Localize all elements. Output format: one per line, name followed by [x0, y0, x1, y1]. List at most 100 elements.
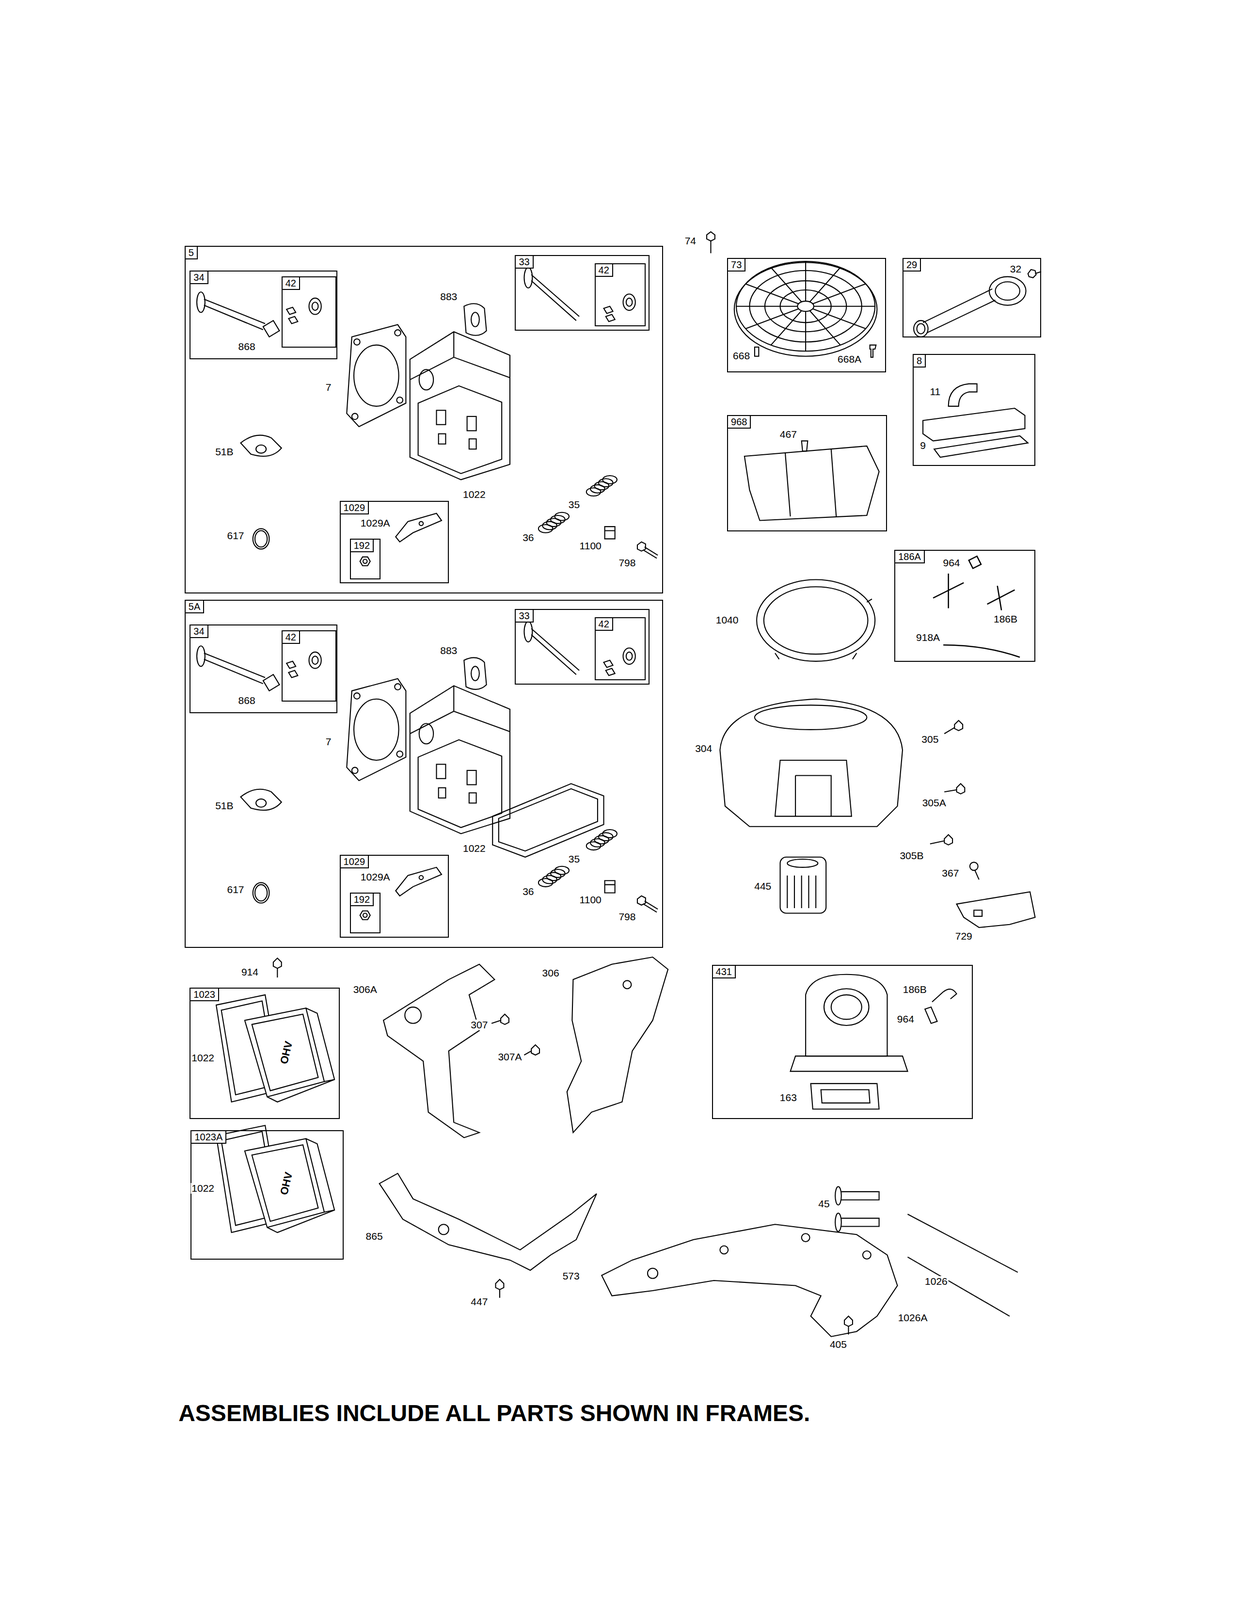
callout-number: 305A	[921, 797, 948, 809]
frame-tag: 42	[282, 631, 301, 644]
callout-number: 36	[521, 532, 535, 543]
rocker-cover	[216, 1125, 335, 1233]
callout-number: 1022	[190, 1052, 216, 1063]
cylinder-head-assembly	[196, 621, 658, 920]
callout-number: 729	[954, 930, 974, 942]
frame-tag: 34	[190, 271, 208, 285]
rotating-screen	[706, 231, 877, 358]
callout-number: 186B	[902, 983, 928, 995]
embossed-text: OHV	[278, 1169, 295, 1197]
callout-number: 1022	[461, 489, 487, 500]
parts-frame: 5883751B61710223536110079834868423342102…	[184, 245, 664, 594]
parts-frame: 1023A1022	[190, 1129, 344, 1260]
callout-number: 74	[683, 235, 698, 247]
callout-number: 868	[237, 695, 257, 706]
blower-housing	[719, 698, 979, 880]
parts-frame: 10291029A192	[339, 500, 449, 584]
breather	[922, 383, 1029, 458]
callout-number: 304	[694, 743, 714, 754]
parts-frame: 5A883751B6171022353611007983486842334210…	[184, 599, 664, 948]
callout-number: 918A	[915, 632, 941, 643]
parts-frame: 33 42	[514, 608, 650, 685]
frame-tag: 29	[903, 258, 921, 272]
base-shroud	[601, 1223, 898, 1336]
callout-number: 447	[469, 1296, 489, 1307]
parts-frame: 73668668A	[727, 257, 887, 373]
frame-tag: 431	[713, 965, 736, 979]
callout-number: 798	[617, 557, 637, 569]
callout-number: 305	[920, 733, 940, 745]
callout-number: 305B	[898, 850, 925, 861]
callout-number: 1040	[714, 614, 740, 626]
plate	[956, 891, 1036, 928]
parts-frame: 34 868 42	[189, 624, 338, 714]
callout-number: 306A	[352, 983, 379, 995]
frame-tag: 186A	[895, 550, 925, 564]
callout-number: 35	[567, 499, 581, 510]
callout-number: 1026	[923, 1275, 949, 1287]
parts-frame: 192	[349, 892, 381, 934]
frame-tag: 33	[515, 609, 534, 623]
callout-number: 617	[225, 530, 245, 541]
callout-number: 883	[439, 645, 459, 656]
frame-tag: 192	[350, 539, 374, 553]
callout-number: 1029A	[359, 517, 392, 529]
cylinder-head-assembly	[196, 267, 658, 566]
callout-number: 51B	[214, 446, 235, 458]
frame-tag: 5	[185, 246, 198, 260]
frame-tag: 968	[728, 415, 751, 429]
callout-number: 367	[940, 867, 960, 879]
baffle	[379, 1172, 597, 1298]
callout-number: 467	[778, 428, 798, 440]
callout-number: 883	[439, 291, 459, 302]
callout-number: 307	[469, 1019, 489, 1030]
parts-frame: 42	[594, 617, 646, 681]
callout-number: 1100	[578, 894, 603, 905]
parts-frame: 10291029A192	[339, 854, 449, 937]
frame-tag: 192	[350, 893, 374, 906]
callout-number: 186B	[992, 613, 1019, 625]
frame-tag: 8	[913, 354, 926, 368]
frame-tag: 33	[515, 255, 534, 269]
callout-number: 964	[896, 1013, 916, 1025]
frame-tag: 5A	[185, 600, 205, 614]
callout-number: 7	[324, 736, 333, 747]
parts-frame: 3342	[514, 254, 650, 331]
callout-number: 1029A	[359, 871, 392, 883]
callout-number: 1100	[578, 540, 603, 552]
screen-ring	[756, 579, 875, 662]
callout-number: 405	[828, 1338, 848, 1350]
callout-number: 798	[617, 911, 637, 922]
parts-frame: 186A964186B918A	[894, 549, 1035, 662]
parts-frame: 42	[281, 276, 337, 348]
connecting-rod	[913, 269, 1042, 337]
callout-number: 32	[1009, 263, 1023, 275]
callout-number: 1022	[190, 1182, 216, 1194]
callout-number: 1022	[461, 842, 487, 854]
callout-number: 445	[753, 880, 773, 892]
callout-number: 617	[225, 884, 245, 895]
callout-number: 35	[567, 853, 581, 865]
cover	[744, 440, 880, 521]
air-baffles	[273, 956, 668, 1138]
frame-tag: 73	[728, 258, 746, 272]
callout-number: 865	[364, 1230, 384, 1242]
parts-frame: 968 467	[727, 414, 888, 532]
parts-frame: 8119	[912, 353, 1035, 466]
parts-frame: 29 32	[902, 257, 1042, 338]
parts-frame: 192	[349, 538, 381, 580]
callout-number: 51B	[214, 800, 235, 811]
frame-tag: 34	[190, 625, 208, 638]
callout-number: 45	[817, 1198, 831, 1209]
callout-number: 306	[541, 967, 561, 979]
caption: ASSEMBLIES INCLUDE ALL PARTS SHOWN IN FR…	[178, 1399, 810, 1427]
rocker-cover-gasket	[492, 783, 604, 857]
frame-tag: 42	[282, 277, 301, 290]
callout-number: 163	[778, 1092, 798, 1103]
frame-tag: 42	[595, 618, 614, 631]
fittings	[933, 555, 1020, 657]
callout-number: 9	[919, 440, 927, 451]
air-cleaner-base	[790, 974, 957, 1110]
parts-frame: 431 186B 964 163	[712, 964, 974, 1119]
air-filter	[780, 856, 827, 914]
